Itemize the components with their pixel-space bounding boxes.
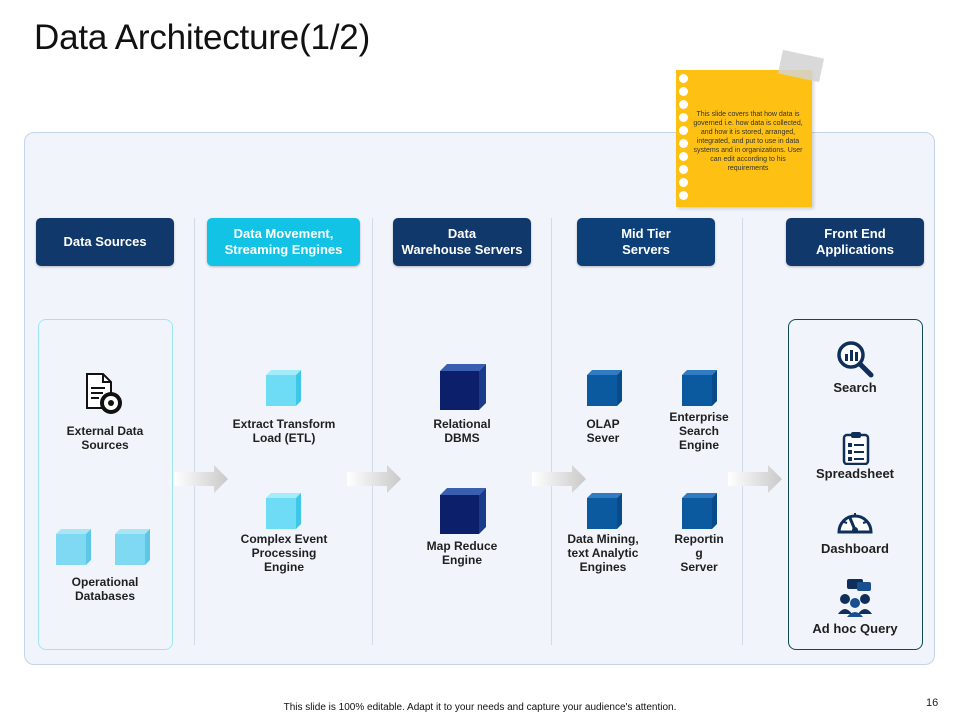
document-disc-icon: [86, 373, 122, 414]
header-data-sources: Data Sources: [36, 218, 174, 266]
enterprise-search-cube-icon: [682, 370, 717, 406]
page-title: Data Architecture(1/2): [34, 18, 371, 57]
column-divider: [372, 218, 373, 645]
olap-label: OLAP Sever: [586, 417, 620, 445]
flow-arrow: [728, 465, 782, 493]
spreadsheet-label: Spreadsheet: [815, 466, 895, 481]
data-mining-cube-icon: [587, 493, 622, 529]
flow-arrow: [347, 465, 401, 493]
complex-event-label: Complex Event Processing Engine: [240, 532, 328, 574]
column-divider: [742, 218, 743, 645]
dashboard-label: Dashboard: [821, 541, 889, 556]
reporting-server-cube-icon: [682, 493, 717, 529]
relational-dbms-cube-icon: [440, 364, 486, 410]
etl-cube-icon: [266, 370, 301, 406]
enterprise-search-label: Enterprise Search Engine: [669, 410, 729, 452]
people-chat-icon: [838, 579, 872, 617]
search-label: Search: [833, 380, 877, 395]
operational-databases-label: Operational Databases: [71, 575, 139, 603]
olap-cube-icon: [587, 370, 622, 406]
header-data-warehouse: Data Warehouse Servers: [393, 218, 531, 266]
relational-dbms-label: Relational DBMS: [433, 417, 491, 445]
flow-arrow: [532, 465, 586, 493]
clipboard-checklist-icon: [842, 432, 870, 465]
external-data-sources-label: External Data Sources: [66, 424, 144, 452]
complex-event-cube-icon: [266, 493, 301, 529]
operational-database-cube-icon: [115, 529, 150, 565]
adhoc-query-label: Ad hoc Query: [812, 621, 898, 636]
magnifier-chart-icon: [837, 341, 874, 378]
operational-database-cube-icon: [56, 529, 91, 565]
header-data-movement: Data Movement, Streaming Engines: [207, 218, 360, 266]
data-sources-box: [38, 319, 173, 650]
map-reduce-cube-icon: [440, 488, 486, 534]
map-reduce-label: Map Reduce Engine: [426, 539, 498, 567]
footer-text: This slide is 100% editable. Adapt it to…: [283, 702, 677, 713]
column-divider: [194, 218, 195, 645]
header-front-end: Front End Applications: [786, 218, 924, 266]
front-end-box: [788, 319, 923, 650]
header-mid-tier: Mid Tier Servers: [577, 218, 715, 266]
sticky-note: This slide covers that how data is gover…: [676, 70, 812, 207]
flow-arrow: [174, 465, 228, 493]
page-number: 16: [926, 697, 939, 709]
column-divider: [551, 218, 552, 645]
reporting-server-label: Reportin g Server: [674, 532, 724, 574]
etl-label: Extract Transform Load (ETL): [232, 417, 336, 445]
sticky-note-text: This slide covers that how data is gover…: [693, 111, 803, 172]
data-mining-label: Data Mining, text Analytic Engines: [567, 532, 639, 574]
speedometer-icon: [837, 513, 873, 534]
